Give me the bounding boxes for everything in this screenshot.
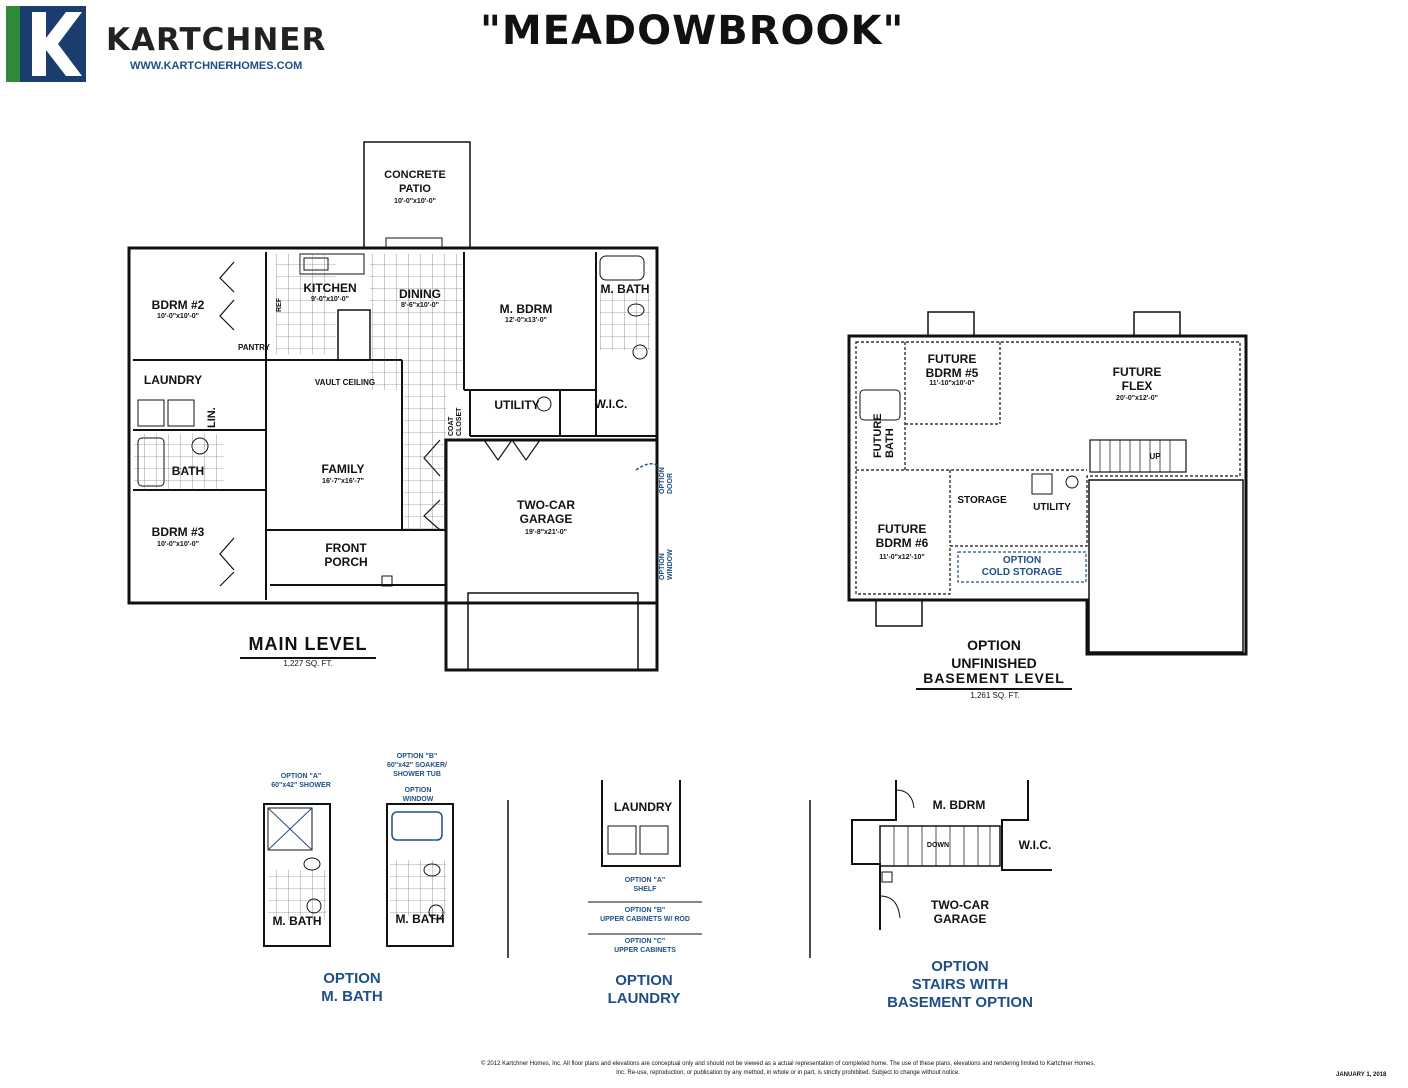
dim-bdrm-5: 11'-10"x10'-0" (929, 380, 975, 387)
label-family: FAMILY (321, 462, 365, 476)
label-front-porch: FRONT PORCH (324, 541, 368, 569)
label-bath: BATH (171, 464, 205, 478)
caption-option-mbath: OPTION M. BATH (321, 970, 383, 1005)
label-mbath-b: M. BATH (395, 912, 445, 926)
label-vault-ceiling: VAULT CEILING (314, 378, 376, 387)
brand-name: KARTCHNER (106, 22, 327, 58)
label-laundry-b: OPTION "B" UPPER CABINETS W/ ROD (600, 907, 690, 923)
label-stairs-mbdrm: M. BDRM (932, 798, 986, 812)
label-utility: UTILITY (494, 398, 540, 412)
label-garage: TWO-CAR GARAGE (517, 498, 575, 526)
main-level-sqft: 1,227 SQ. FT. (283, 659, 333, 668)
label-option-window-bath: OPTION WINDOW (402, 787, 434, 803)
brand-url[interactable]: WWW.KARTCHNERHOMES.COM (130, 60, 303, 72)
label-mbath-a: M. BATH (272, 914, 322, 928)
plan-title: "MEADOWBROOK" (480, 8, 905, 54)
label-option-b-soaker: OPTION "B" 60"x42" SOAKER/ SHOWER TUB (387, 753, 447, 778)
label-laundry: LAUNDRY (143, 373, 203, 387)
label-future-bdrm-5: FUTURE BDRM #5 (925, 352, 979, 380)
label-kitchen: KITCHEN (303, 281, 357, 295)
copyright-notice: © 2012 Kartchner Homes, Inc. All floor p… (480, 1061, 1095, 1076)
label-master-bdrm: M. BDRM (499, 302, 553, 316)
label-laundry-option: LAUNDRY (613, 800, 673, 814)
label-option-window: OPTION WINDOW (659, 549, 674, 580)
basement-heading-2: UNFINISHED (951, 655, 1037, 671)
label-storage: STORAGE (957, 495, 1007, 506)
basement-heading-1: OPTION (967, 637, 1021, 653)
label-option-a-shower: OPTION "A" 60"x42" SHOWER (271, 773, 331, 789)
label-future-flex: FUTURE FLEX (1112, 365, 1162, 393)
label-concrete-patio: CONCRETE PATIO (384, 169, 446, 195)
dim-bdrm-3: 10'-0"x10'-0" (157, 541, 199, 548)
label-master-bath: M. BATH (600, 282, 650, 296)
dim-bdrm-6: 11'-0"x12'-10" (879, 554, 925, 561)
label-laundry-a: OPTION "A" SHELF (624, 877, 666, 893)
dim-bdrm-2: 10'-0"x10'-0" (157, 313, 199, 320)
label-future-bdrm-6: FUTURE BDRM #6 (875, 522, 929, 550)
label-pantry: PANTRY (238, 343, 270, 352)
dim-dining: 8'-6"x10'-0" (401, 302, 439, 309)
label-bdrm-3: BDRM #3 (151, 525, 205, 539)
label-linen: LIN. (206, 407, 218, 428)
label-wic: W.I.C. (594, 397, 628, 411)
label-option-door: OPTION DOOR (659, 467, 674, 494)
label-stairs-wic: W.I.C. (1018, 838, 1052, 852)
dim-kitchen: 9'-0"x10'-0" (311, 296, 349, 303)
label-stairs-up: UP (1149, 452, 1161, 461)
caption-option-stairs: OPTION STAIRS WITH BASEMENT OPTION (887, 958, 1033, 1011)
label-stairs-down: DOWN (926, 842, 950, 849)
label-laundry-c: OPTION "C" UPPER CABINETS (614, 938, 676, 954)
label-stairs-garage: TWO-CAR GARAGE (931, 898, 989, 926)
dim-master-bdrm: 12'-0"x13'-0" (505, 317, 547, 324)
dim-future-flex: 20'-0"x12'-0" (1116, 395, 1158, 402)
dim-family: 16'-7"x16'-7" (322, 478, 364, 485)
label-option-cold-storage: OPTION COLD STORAGE (981, 555, 1063, 578)
plan-date: JANUARY 1, 2018 (1336, 1072, 1387, 1078)
dim-patio: 10'-0"x10'-0" (394, 198, 436, 205)
label-future-bath: FUTURE BATH (872, 413, 896, 458)
label-basement-utility: UTILITY (1033, 502, 1071, 513)
kartchner-logo (6, 6, 86, 82)
caption-option-laundry: OPTION LAUNDRY (607, 972, 681, 1007)
label-ref: REF (276, 298, 283, 312)
main-level-heading: MAIN LEVEL (240, 634, 376, 659)
dim-garage: 19'-8"x21'-0" (525, 529, 567, 536)
label-bdrm-2: BDRM #2 (151, 298, 205, 312)
basement-sqft: 1,261 SQ. FT. (970, 691, 1020, 700)
basement-heading-3: BASEMENT LEVEL (916, 670, 1072, 690)
label-coat-closet: COAT CLOSET (448, 407, 463, 436)
label-dining: DINING (399, 287, 441, 301)
